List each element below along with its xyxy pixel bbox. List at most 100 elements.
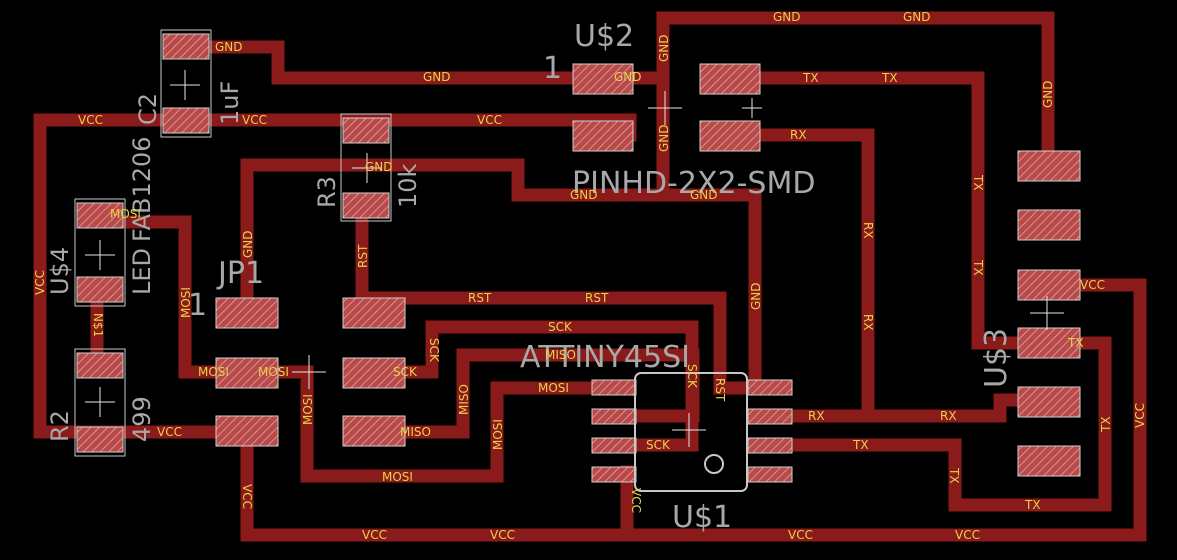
trace-rst <box>355 203 775 395</box>
trace-rx <box>723 128 875 423</box>
net-label-tx: TX <box>881 71 898 85</box>
net-label-mosi: MOSI <box>301 394 315 425</box>
net-label-gnd: GND <box>241 230 255 258</box>
net-label-tx: TX <box>971 259 985 276</box>
label-r2-val: 499 <box>128 396 156 442</box>
traces <box>33 11 1147 542</box>
label-r2: R2 <box>46 410 74 442</box>
net-label-vcc: VCC <box>490 528 515 542</box>
net-label-rst: RST <box>468 291 492 305</box>
net-label-tx: TX <box>947 467 961 484</box>
pad-u1-2 <box>591 408 637 425</box>
net-label-tx: TX <box>1067 336 1084 350</box>
net-label-vcc: VCC <box>240 484 254 509</box>
outline-c2 <box>160 29 212 138</box>
net-label-mosi: MOSI <box>382 470 413 484</box>
net-label-vcc: VCC <box>33 270 47 295</box>
trace-gnd-c2 <box>180 40 610 85</box>
trace-gnd-mid <box>656 128 762 395</box>
label-u2-pin1: 1 <box>543 51 562 86</box>
net-label-sck: SCK <box>427 338 441 363</box>
label-led: LED <box>128 248 156 295</box>
pad-jp1-4 <box>342 357 406 389</box>
pad-u3-6 <box>1017 445 1081 477</box>
label-attiny: ATTINY45SI <box>520 340 690 375</box>
net-label-gnd: GND <box>690 188 718 202</box>
outline-led <box>74 198 126 307</box>
net-label-gnd: GND <box>570 188 598 202</box>
trace-sck <box>368 320 699 452</box>
net-label-vcc: VCC <box>477 113 502 127</box>
pad-u3-4 <box>1017 327 1081 359</box>
pad-u1-5 <box>747 466 793 483</box>
pad-u3-3 <box>1017 269 1081 301</box>
net-label-vcc: VCC <box>362 528 387 542</box>
label-jp1-pin1: 1 <box>188 288 207 323</box>
net-label-gnd: GND <box>903 10 931 24</box>
pad-led-2 <box>76 276 124 303</box>
net-label-rst: RST <box>713 378 727 402</box>
net-label-gnd: GND <box>773 10 801 24</box>
trace-vcc-bottom <box>240 278 1147 542</box>
net-label-mosi: MOSI <box>179 287 193 318</box>
net-label-gnd: GND <box>749 282 763 310</box>
pad-u2-2 <box>699 63 761 95</box>
pad-c2-gnd <box>162 33 210 60</box>
net-label-mosi: MOSI <box>258 365 289 379</box>
net-label-mosi: MOSI <box>491 419 505 450</box>
label-c2-val: 1uF <box>216 81 244 125</box>
pad-u1-6 <box>747 437 793 454</box>
pad-jp1-5 <box>215 415 279 447</box>
pad-r3-1 <box>342 117 390 144</box>
part-labels: U$2 1 PINHD-2X2-SMD C2 1uF R3 10k U$4 LE… <box>46 19 1014 535</box>
net-label-sck: SCK <box>646 438 671 452</box>
net-label-miso: MISO <box>400 425 431 439</box>
net-label-miso: MISO <box>545 348 576 362</box>
pad-u1-8 <box>747 379 793 396</box>
label-u2: U$2 <box>574 19 634 54</box>
net-label-gnd: GND <box>657 124 671 152</box>
pad-u2-4 <box>699 120 761 152</box>
pads <box>74 29 1081 492</box>
trace-tx <box>723 71 1112 512</box>
net-label-vcc: VCC <box>788 528 813 542</box>
net-label-mosi: MOSI <box>538 381 569 395</box>
net-label-tx: TX <box>971 174 985 191</box>
net-label-gnd: GND <box>657 34 671 62</box>
trace-vcc-left <box>33 113 194 439</box>
net-label-sck: SCK <box>685 364 699 389</box>
net-label-rx: RX <box>790 128 807 142</box>
net-label-vcc: VCC <box>629 488 643 513</box>
pad-jp1-6 <box>342 415 406 447</box>
net-label-gnd: GND <box>614 70 642 84</box>
net-label-rst: RST <box>585 291 609 305</box>
net-label-mosi: MOSI <box>198 365 229 379</box>
net-label-tx: TX <box>1024 498 1041 512</box>
outline-u1 <box>634 372 748 492</box>
pad-jp1-1 <box>215 297 279 329</box>
pad-u3-2 <box>1017 209 1081 241</box>
trace-gnd-jp1 <box>240 158 369 319</box>
label-c2: C2 <box>134 93 162 125</box>
net-label-tx: TX <box>852 438 869 452</box>
net-label-mosi: MOSI <box>110 207 141 221</box>
pad-u3-1 <box>1017 150 1081 182</box>
label-r3: R3 <box>313 176 341 208</box>
net-label-rx: RX <box>940 409 957 423</box>
pad-u1-7 <box>747 408 793 425</box>
net-label-gnd: GND <box>423 70 451 84</box>
pad-u2-1 <box>572 63 634 95</box>
pad-u2-3 <box>572 120 634 152</box>
net-label-rx: RX <box>861 314 875 331</box>
net-label-gnd: GND <box>215 40 243 54</box>
pad-r2-1 <box>76 352 124 379</box>
net-label-vcc: VCC <box>1133 403 1147 428</box>
net-label-n1: N$1 <box>91 313 105 337</box>
pad-u1-4 <box>591 466 637 483</box>
pad-r3-2 <box>342 192 390 219</box>
label-u4: U$4 <box>46 247 74 295</box>
net-label-tx: TX <box>1099 416 1113 433</box>
net-label-vcc: VCC <box>955 528 980 542</box>
net-label-gnd: GND <box>1041 80 1055 108</box>
pad-u1-1 <box>591 379 637 396</box>
